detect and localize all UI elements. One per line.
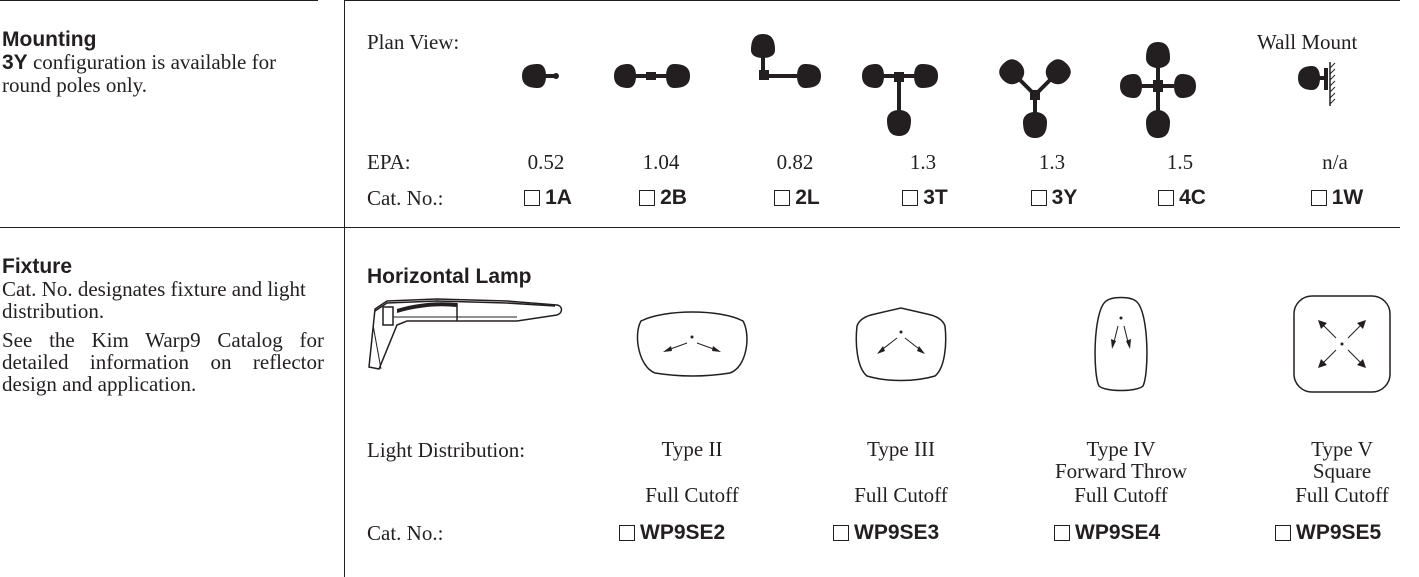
epa-label: EPA: xyxy=(367,150,411,174)
checkbox[interactable] xyxy=(619,525,635,541)
cat-option-2l[interactable]: 2L xyxy=(742,186,852,210)
cat-option-wp9se5[interactable]: WP9SE5 xyxy=(1275,521,1381,545)
checkbox[interactable] xyxy=(774,190,791,206)
epa-value-3t: 1.3 xyxy=(909,150,937,174)
checkbox[interactable] xyxy=(833,525,849,541)
fixture-body-2: See the Kim Warp9 Catalog for detailed i… xyxy=(2,328,324,396)
type-ii-cutoff: Full Cutoff xyxy=(645,483,739,507)
t-arm-icon xyxy=(862,64,938,136)
checkbox[interactable] xyxy=(639,190,656,206)
cat-number: 2B xyxy=(660,186,687,209)
mounting-note: 3Y configuration is available for round … xyxy=(2,51,302,96)
mounting-note-text: configuration is available for round pol… xyxy=(2,50,277,97)
checkbox[interactable] xyxy=(902,190,919,206)
type-iv-cutoff: Full Cutoff xyxy=(1074,483,1168,507)
checkbox[interactable] xyxy=(1310,190,1327,206)
fixture-body-1: Cat. No. designates fixture and light di… xyxy=(2,277,306,323)
fixture-side-view-icon xyxy=(368,298,563,370)
column-divider xyxy=(344,0,345,577)
cat-number: WP9SE4 xyxy=(1075,521,1161,544)
type-iv-subtitle: Forward Throw xyxy=(1054,459,1187,483)
cat-option-2b[interactable]: 2B xyxy=(608,186,718,210)
top-rule xyxy=(0,0,318,1)
type-v-name: Type V xyxy=(1311,437,1373,461)
checkbox[interactable] xyxy=(1275,525,1291,541)
type-iv-distribution-icon xyxy=(1094,296,1148,392)
single-arm-icon xyxy=(522,64,559,88)
mounting-cat-label: Cat. No.: xyxy=(367,186,444,210)
top-rule-right xyxy=(344,0,1400,1)
epa-value-2l: 0.82 xyxy=(776,150,814,174)
type-v-cutoff: Full Cutoff xyxy=(1295,483,1389,507)
cat-number: 2L xyxy=(795,186,820,209)
cat-option-3t[interactable]: 3T xyxy=(870,186,980,210)
type-iii-distribution-icon xyxy=(855,307,947,382)
cat-option-wp9se2[interactable]: WP9SE2 xyxy=(619,521,725,545)
cross-arm-icon xyxy=(1120,42,1196,138)
cat-number: WP9SE3 xyxy=(854,521,940,544)
cat-option-1w[interactable]: 1W xyxy=(1282,186,1392,210)
wall-mount-label: Wall Mount xyxy=(1257,30,1358,54)
type-iii-name: Type III xyxy=(867,437,935,461)
light-distribution-label: Light Distribution: xyxy=(367,438,526,462)
checkbox[interactable] xyxy=(1158,190,1175,206)
wall-mount-icon xyxy=(1298,62,1336,106)
fixture-title: Fixture xyxy=(2,255,73,278)
epa-value-4c: 1.5 xyxy=(1166,150,1194,174)
cat-number: 4C xyxy=(1179,186,1206,209)
type-v-subtitle: Square xyxy=(1312,459,1372,483)
horizontal-lamp-title: Horizontal Lamp xyxy=(367,265,532,288)
epa-value-1a: 0.52 xyxy=(527,150,565,174)
cat-number: 3T xyxy=(923,186,948,209)
cat-option-3y[interactable]: 3Y xyxy=(999,186,1109,210)
cat-option-wp9se4[interactable]: WP9SE4 xyxy=(1054,521,1160,545)
double-arm-icon xyxy=(614,64,690,88)
fixture-cat-label: Cat. No.: xyxy=(367,521,444,545)
mounting-title: Mounting xyxy=(2,28,97,51)
type-ii-name: Type II xyxy=(661,437,723,461)
type-ii-distribution-icon xyxy=(636,311,748,377)
checkbox[interactable] xyxy=(1054,525,1070,541)
type-iii-cutoff: Full Cutoff xyxy=(854,483,948,507)
type-iv-name: Type IV xyxy=(1086,437,1156,461)
cat-option-1a[interactable]: 1A xyxy=(493,186,603,210)
y-arm-icon xyxy=(999,59,1071,138)
epa-value-3y: 1.3 xyxy=(1038,150,1066,174)
mounting-note-bold: 3Y xyxy=(2,51,28,74)
epa-value-2b: 1.04 xyxy=(642,150,680,174)
cat-number: WP9SE2 xyxy=(640,521,726,544)
l-arm-icon xyxy=(751,34,821,88)
section-divider xyxy=(0,227,1400,228)
type-v-distribution-icon xyxy=(1293,295,1391,393)
cat-option-4c[interactable]: 4C xyxy=(1127,186,1237,210)
epa-value-1w: n/a xyxy=(1322,150,1348,174)
cat-number: 3Y xyxy=(1051,186,1078,209)
plan-view-label: Plan View: xyxy=(367,30,460,54)
cat-number: WP9SE5 xyxy=(1296,521,1382,544)
cat-option-wp9se3[interactable]: WP9SE3 xyxy=(833,521,939,545)
checkbox[interactable] xyxy=(524,190,541,206)
cat-number: 1W xyxy=(1331,186,1364,209)
cat-number: 1A xyxy=(545,186,572,209)
checkbox[interactable] xyxy=(1030,190,1047,206)
